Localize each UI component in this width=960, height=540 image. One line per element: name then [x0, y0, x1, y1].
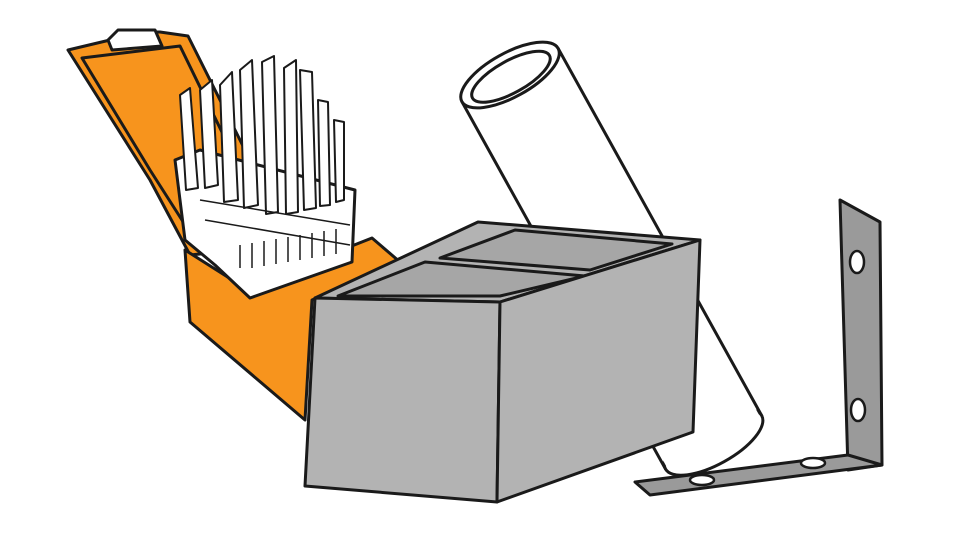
- bracket-holes: [688, 249, 867, 487]
- block-side-face: [495, 238, 702, 504]
- concrete-block: [303, 220, 702, 504]
- block-front-face: [303, 296, 502, 504]
- case-latch: [106, 28, 164, 52]
- drill-bits: [179, 55, 345, 215]
- bracket-vertical-arm: [838, 198, 884, 472]
- corner-bracket: [633, 198, 884, 497]
- tube-top-opening: [459, 40, 561, 110]
- drill-holder-slots: [199, 199, 351, 268]
- drill-bit-case: [66, 28, 402, 422]
- block-cavity-right: [438, 228, 674, 272]
